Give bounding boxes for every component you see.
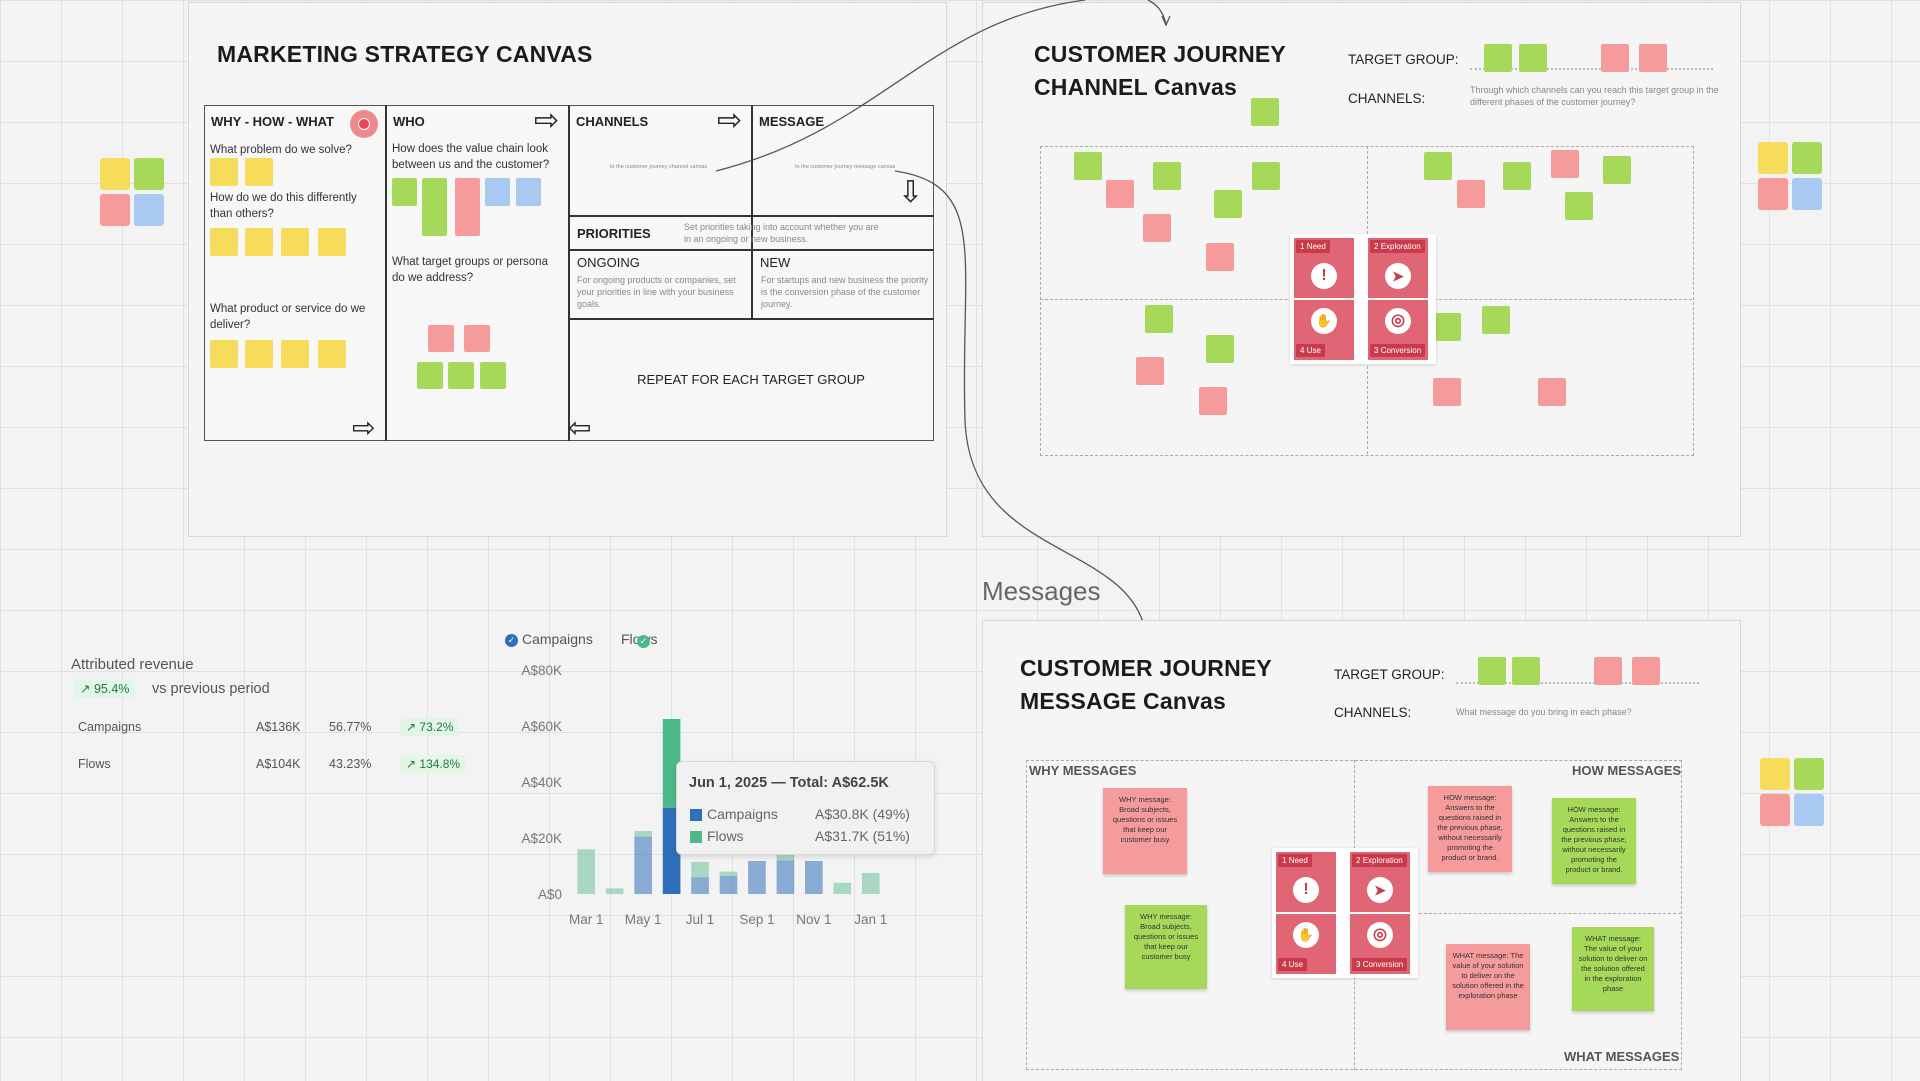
how-message-note[interactable]: HOW message: Answers to the questions ra… (1552, 798, 1636, 884)
x-tick-label: Jul 1 (686, 912, 715, 927)
bar-campaigns[interactable] (691, 877, 709, 894)
new-header: NEW (760, 255, 791, 270)
revenue-row: Campaigns A$136K 56.77% ↗ 73.2% (78, 718, 478, 742)
bar-flows[interactable] (605, 888, 624, 894)
bar-campaigns[interactable] (634, 836, 652, 894)
journey-cycle[interactable]: 1 Need! 2 Exploration➤ ✋4 Use ◎3 Convers… (1272, 848, 1418, 978)
arrow-down-icon: ⇩ (898, 176, 924, 209)
bar-flows[interactable] (861, 873, 880, 894)
question-product: What product or service do we deliver? (210, 303, 366, 331)
checkbox-checked-icon[interactable]: ✓ (637, 635, 650, 648)
arrow-right-icon: ⇨ (352, 412, 376, 443)
ongoing-header: ONGOING (577, 255, 640, 270)
y-tick-label: A$80K (521, 663, 562, 678)
cjm-title-line1: CUSTOMER JOURNEY (1020, 655, 1272, 681)
journey-cycle[interactable]: 1 Need! 2 Exploration➤ ✋4 Use ◎3 Convers… (1290, 234, 1436, 364)
bar-flows[interactable] (719, 871, 738, 876)
what-message-note[interactable]: WHAT message: The value of your solution… (1446, 944, 1530, 1030)
x-tick-label: Jan 1 (854, 912, 887, 927)
what-message-note[interactable]: WHAT message: The value of your solution… (1572, 927, 1654, 1011)
bar-flows[interactable] (634, 831, 652, 837)
revenue-row: Flows A$104K 43.23% ↗ 134.8% (78, 755, 478, 779)
trend-up-icon: ↗ (406, 757, 417, 771)
trend-up-icon: ↗ (406, 720, 417, 734)
msc-title: MARKETING STRATEGY CANVAS (217, 41, 593, 67)
revenue-title: Attributed revenue (71, 656, 194, 673)
target-icon: ◎ (1367, 922, 1393, 948)
channels-label: CHANNELS: (1334, 705, 1412, 720)
arrow-right-icon: ⇨ (717, 104, 743, 137)
bar-flows[interactable] (833, 882, 852, 894)
trend-up-icon: ↗ (80, 682, 91, 696)
bar-campaigns[interactable] (719, 875, 738, 894)
why-message-note[interactable]: WHY message: Broad subjects, questions o… (1125, 905, 1207, 989)
x-tick-label: Nov 1 (796, 912, 831, 927)
alert-icon: ! (1311, 263, 1337, 289)
why-message-note[interactable]: WHY message: Broad subjects, questions o… (1103, 788, 1187, 874)
repeat-text: REPEAT FOR EACH TARGET GROUP (637, 372, 865, 387)
how-messages-label: HOW MESSAGES (1572, 763, 1682, 778)
question-value-chain: How does the value chain look between us… (392, 143, 550, 171)
y-tick-label: A$40K (521, 775, 562, 790)
target-icon: ◎ (1385, 308, 1411, 334)
cjm-title-line2: MESSAGE Canvas (1020, 688, 1227, 714)
x-tick-label: Sep 1 (739, 912, 774, 927)
question-different: How do we do this differently than other… (210, 192, 357, 220)
bar-flows[interactable] (577, 849, 596, 894)
target-group-label: TARGET GROUP: (1348, 52, 1459, 67)
what-messages-label: WHAT MESSAGES (1564, 1049, 1680, 1064)
y-tick-label: A$20K (521, 831, 562, 846)
x-tick-label: May 1 (625, 912, 662, 927)
why-how-what-header: WHY - HOW - WHAT (211, 114, 334, 129)
hand-icon: ✋ (1293, 922, 1319, 948)
message-link[interactable]: to the customer journey message canvas (795, 164, 896, 170)
question-problem: What problem do we solve? (210, 144, 352, 156)
alert-icon: ! (1293, 877, 1319, 903)
record-icon[interactable] (350, 110, 378, 138)
channels-label: CHANNELS: (1348, 91, 1426, 106)
compass-icon: ➤ (1367, 877, 1393, 903)
message-header: MESSAGE (759, 114, 825, 129)
checkbox-checked-icon[interactable]: ✓ (505, 634, 518, 647)
priorities-header: PRIORITIES (577, 226, 651, 241)
hand-icon: ✋ (1311, 308, 1337, 334)
how-message-note[interactable]: HOW message: Answers to the questions ra… (1428, 786, 1512, 872)
y-tick-label: A$0 (538, 887, 562, 902)
arrow-right-icon: ⇨ (534, 104, 560, 137)
y-tick-label: A$60K (521, 719, 562, 734)
why-messages-label: WHY MESSAGES (1029, 763, 1137, 778)
ongoing-desc: For ongoing products or companies, set y… (577, 275, 736, 309)
arrow-left-icon: ⇦ (568, 412, 592, 443)
channels-link[interactable]: to the customer journey channel canvas (610, 164, 708, 170)
bar-campaigns[interactable] (805, 860, 823, 894)
question-target-groups: What target groups or persona do we addr… (392, 256, 548, 284)
channels-header: CHANNELS (576, 114, 649, 129)
x-tick-label: Mar 1 (569, 912, 604, 927)
bar-flows[interactable] (691, 861, 709, 878)
channels-desc: Through which channels can you reach thi… (1470, 85, 1719, 107)
compass-icon: ➤ (1385, 263, 1411, 289)
who-header: WHO (393, 114, 425, 129)
priorities-desc: Set priorities taking into account wheth… (684, 222, 879, 244)
messages-section-label: Messages (982, 576, 1101, 606)
bar-campaigns[interactable] (776, 860, 795, 894)
cjc-title-line1: CUSTOMER JOURNEY (1034, 41, 1286, 67)
revenue-change-suffix: vs previous period (152, 681, 270, 697)
revenue-change-badge: ↗ 95.4% (74, 679, 136, 698)
target-group-label: TARGET GROUP: (1334, 667, 1445, 682)
new-desc: For startups and new business the priori… (761, 275, 929, 309)
chart-tooltip: Jun 1, 2025 — Total: A$62.5K Campaigns A… (676, 761, 935, 855)
cjc-title-line2: CHANNEL Canvas (1034, 74, 1238, 100)
bar-campaigns[interactable] (748, 860, 766, 894)
message-desc: What message do you bring in each phase? (1456, 707, 1632, 717)
